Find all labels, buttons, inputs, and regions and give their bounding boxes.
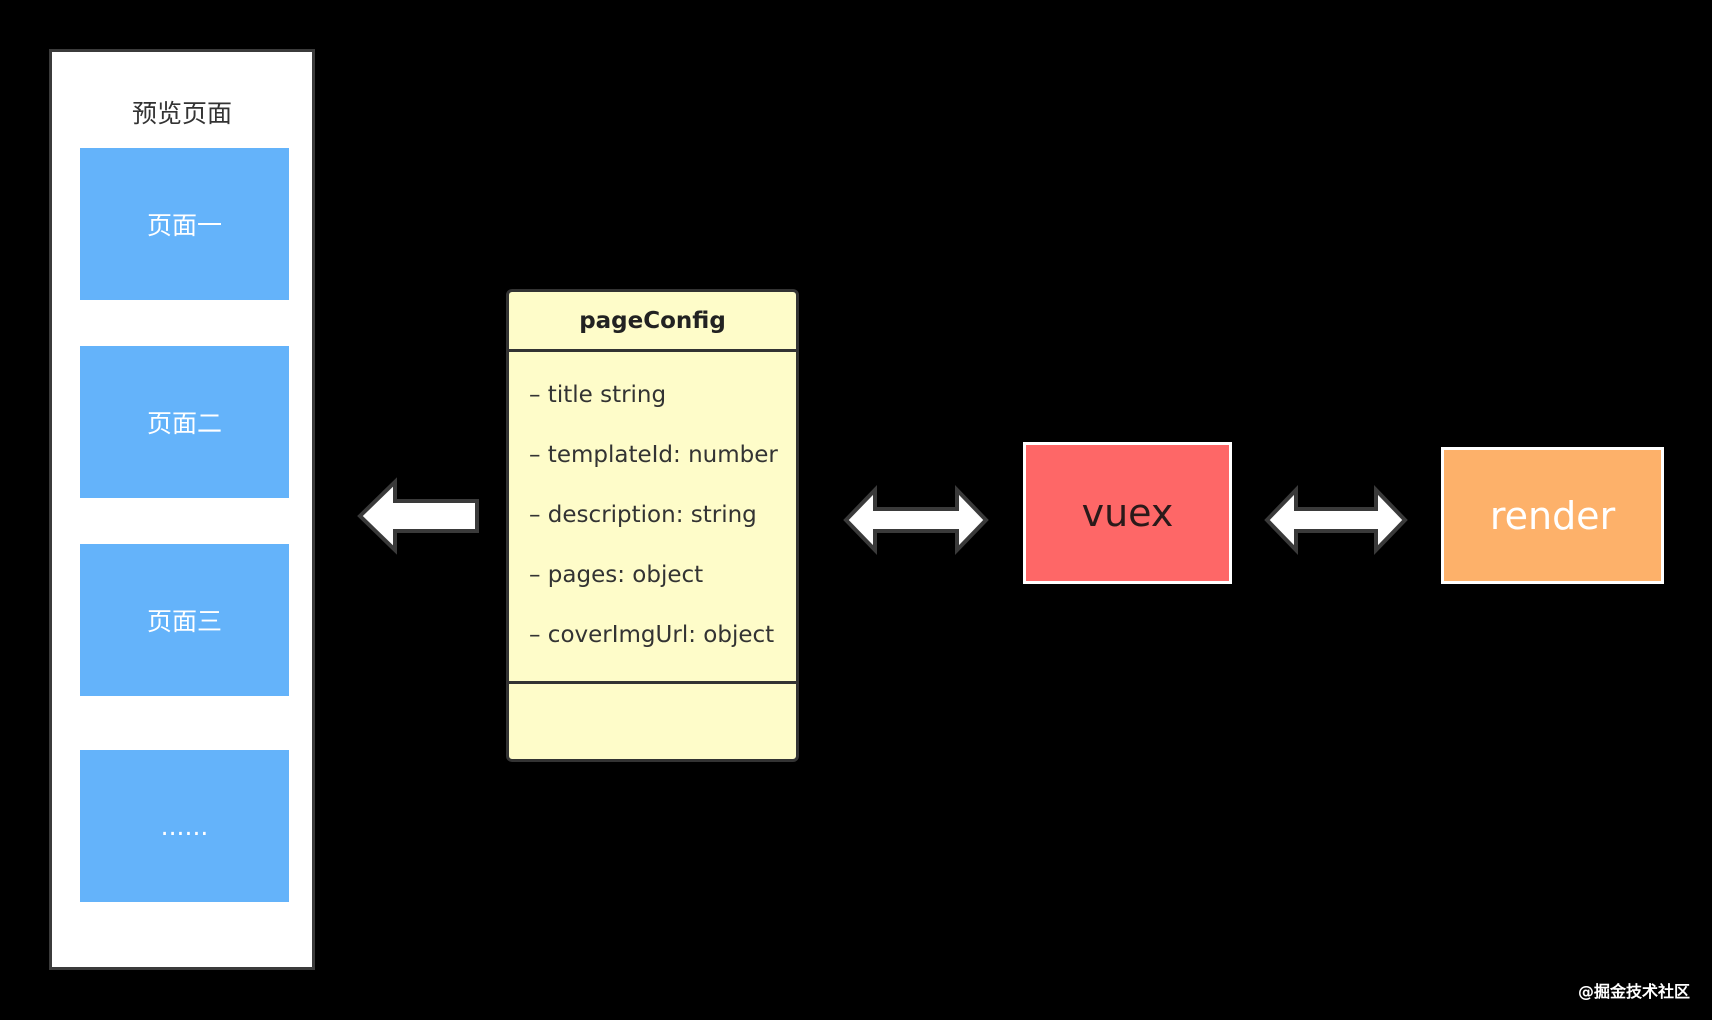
left-arrow-icon <box>357 477 479 555</box>
class-attributes: – title string – templateId: number – de… <box>509 352 796 684</box>
attribute-template-id: – templateId: number <box>529 442 778 468</box>
attribute-pages: – pages: object <box>529 562 704 588</box>
double-arrow-icon <box>1264 485 1408 555</box>
attribute-title: – title string <box>529 382 667 408</box>
double-arrow-icon <box>843 485 989 555</box>
page-card-2[interactable]: 页面二 <box>80 346 289 498</box>
preview-page-panel: 预览页面 页面一 页面二 页面三 ...... <box>49 49 315 970</box>
page-card-more[interactable]: ...... <box>80 750 289 902</box>
attribute-description: – description: string <box>529 502 757 528</box>
page-config-class: pageConfig – title string – templateId: … <box>506 289 799 762</box>
class-name: pageConfig <box>509 292 796 352</box>
page-card-3[interactable]: 页面三 <box>80 544 289 696</box>
vuex-node[interactable]: vuex <box>1023 442 1232 584</box>
watermark: @掘金技术社区 <box>1577 982 1690 1001</box>
render-node[interactable]: render <box>1441 447 1664 584</box>
page-card-1[interactable]: 页面一 <box>80 148 289 300</box>
preview-title: 预览页面 <box>131 99 232 128</box>
attribute-cover-img-url: – coverImgUrl: object <box>529 622 775 648</box>
